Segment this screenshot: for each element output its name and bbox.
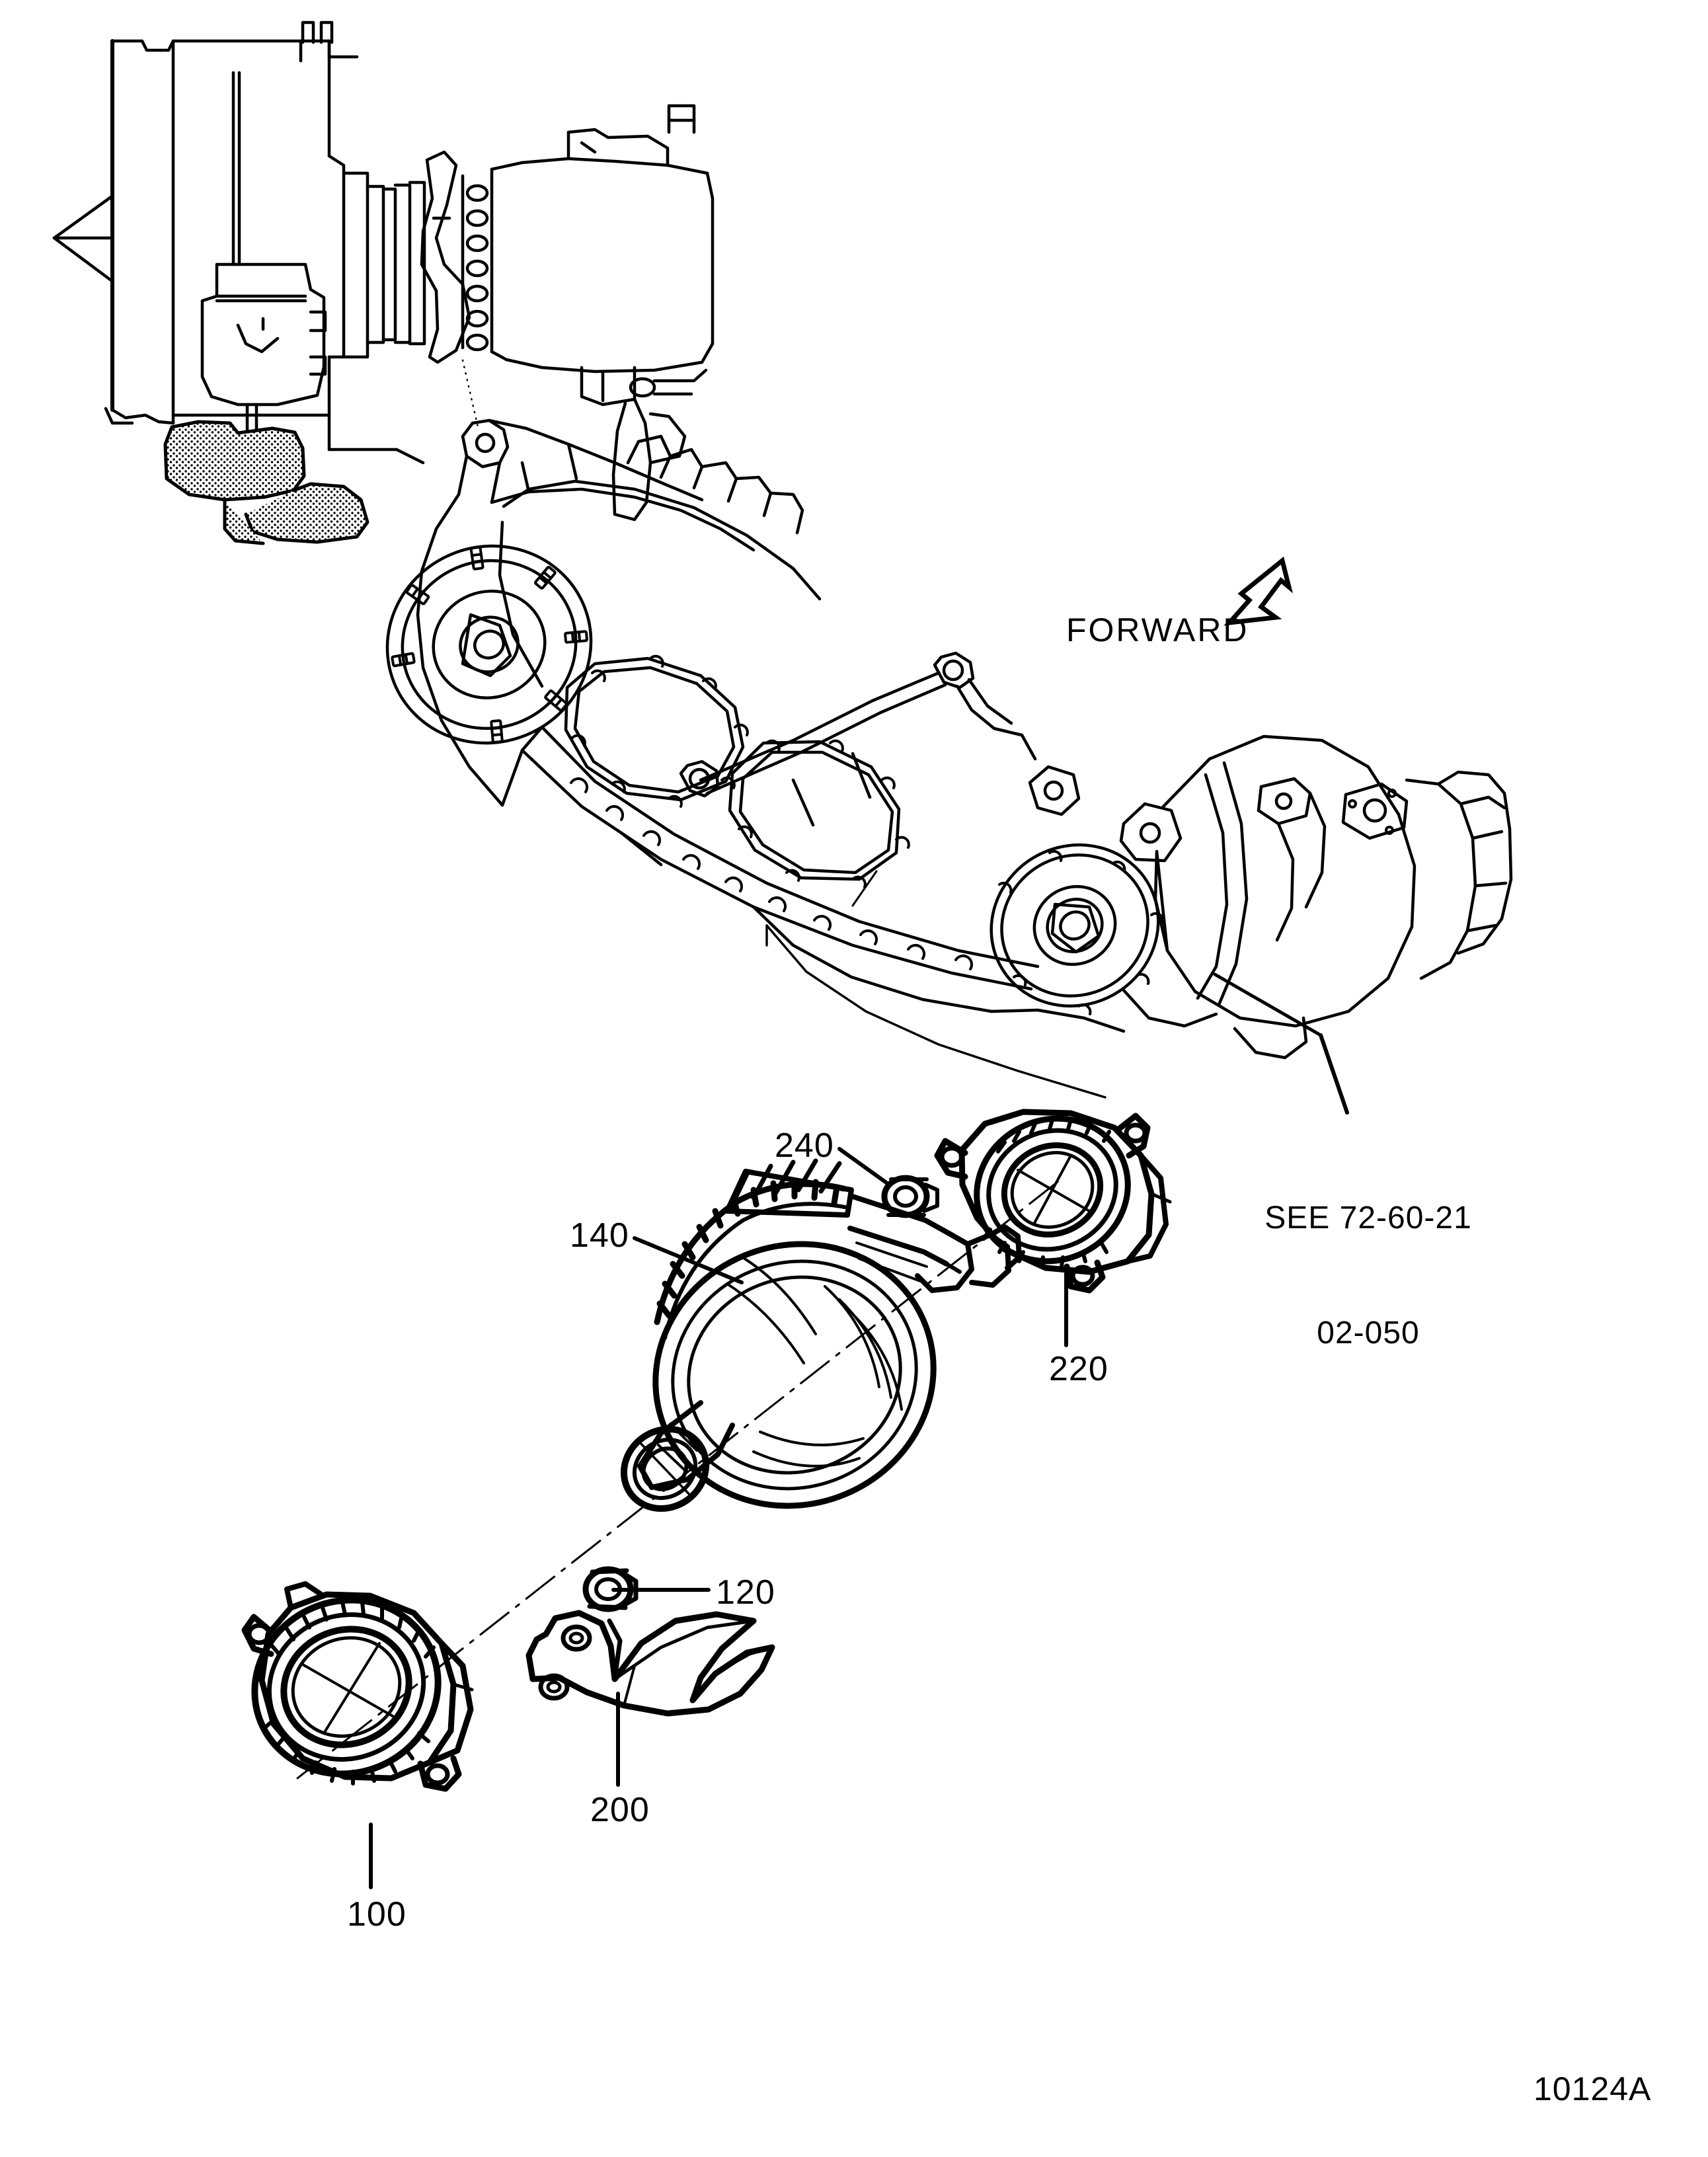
reference-note: SEE 72-60-21 02-050 bbox=[1256, 1122, 1481, 1429]
part-100-bearing-housing bbox=[241, 1581, 474, 1792]
reference-note-line1: SEE 72-60-21 bbox=[1264, 1200, 1472, 1235]
forward-label: FORWARD bbox=[1066, 611, 1249, 648]
part-200-scavenge-bracket bbox=[525, 1610, 775, 1717]
figure-number: 10124A bbox=[1533, 2070, 1652, 2107]
part-220-bearing-carrier bbox=[934, 1109, 1172, 1294]
part-140-bevel-gear-shaft bbox=[620, 1158, 1022, 1512]
callout-label-140: 140 bbox=[570, 1216, 629, 1255]
forward-arrow-icon bbox=[1223, 556, 1293, 626]
callout-label-120: 120 bbox=[716, 1573, 775, 1612]
callout-label-220: 220 bbox=[1049, 1350, 1108, 1388]
engine-overview-inset bbox=[52, 20, 715, 545]
callout-leaders bbox=[369, 972, 1349, 1889]
callout-label-240: 240 bbox=[775, 1126, 834, 1165]
callout-label-100: 100 bbox=[347, 1895, 407, 1934]
accessory-gearbox-casing bbox=[385, 418, 1513, 1099]
reference-note-line2: 02-050 bbox=[1317, 1315, 1420, 1351]
callout-label-200: 200 bbox=[590, 1791, 650, 1829]
